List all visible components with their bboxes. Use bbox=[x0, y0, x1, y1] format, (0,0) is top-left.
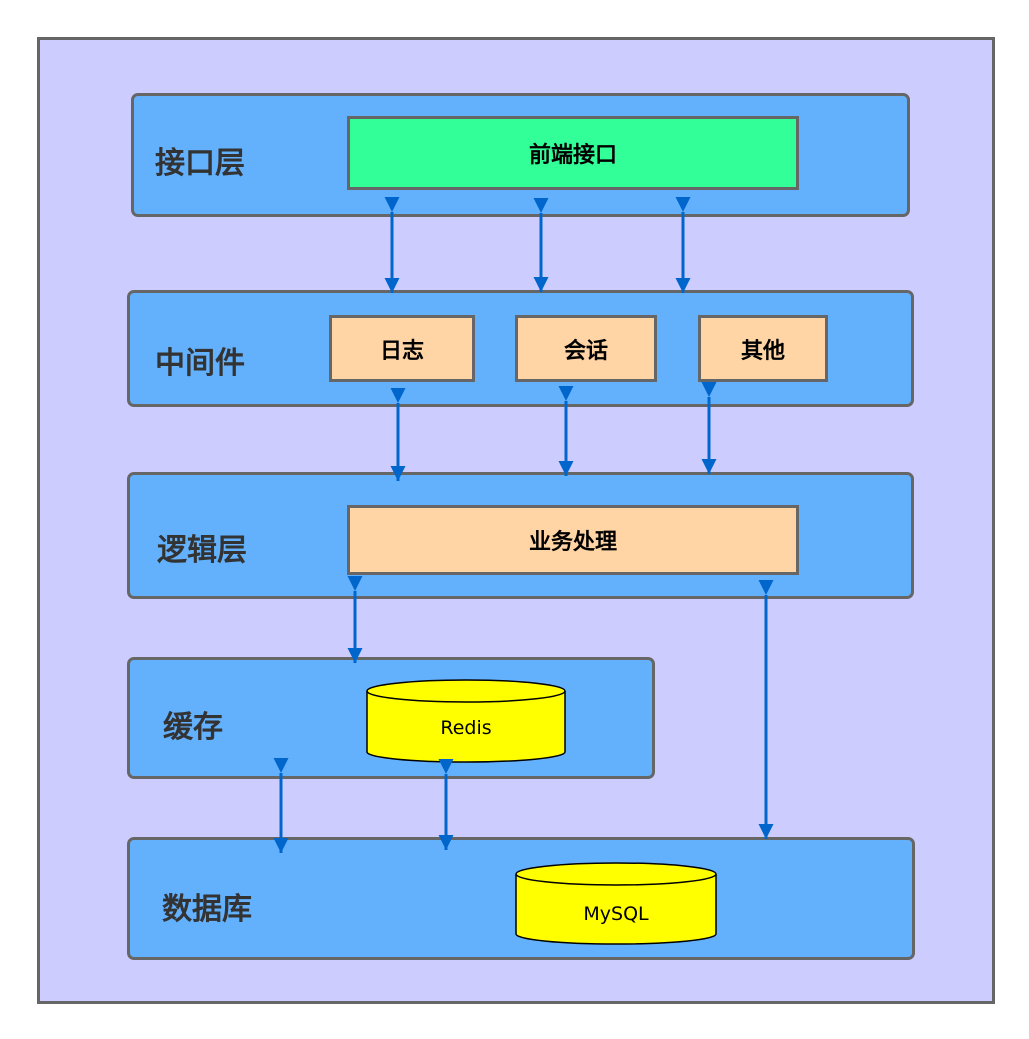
logic-layer-label: 逻辑层 bbox=[157, 533, 247, 568]
mysql-label: MySQL bbox=[583, 903, 649, 925]
redis-cylinder-icon: Redis bbox=[366, 679, 566, 763]
mysql-cylinder-icon: MySQL bbox=[515, 862, 717, 945]
session-box: 会话 bbox=[515, 315, 657, 382]
business-processing-box: 业务处理 bbox=[347, 505, 799, 575]
database-layer-label: 数据库 bbox=[162, 892, 252, 927]
interface-layer-label: 接口层 bbox=[155, 146, 245, 181]
other-box: 其他 bbox=[698, 315, 828, 382]
redis-label: Redis bbox=[440, 717, 491, 739]
frontend-interface-box: 前端接口 bbox=[347, 116, 799, 190]
middleware-layer-label: 中间件 bbox=[155, 346, 245, 381]
log-box: 日志 bbox=[329, 315, 475, 382]
cache-layer-label: 缓存 bbox=[163, 710, 223, 745]
